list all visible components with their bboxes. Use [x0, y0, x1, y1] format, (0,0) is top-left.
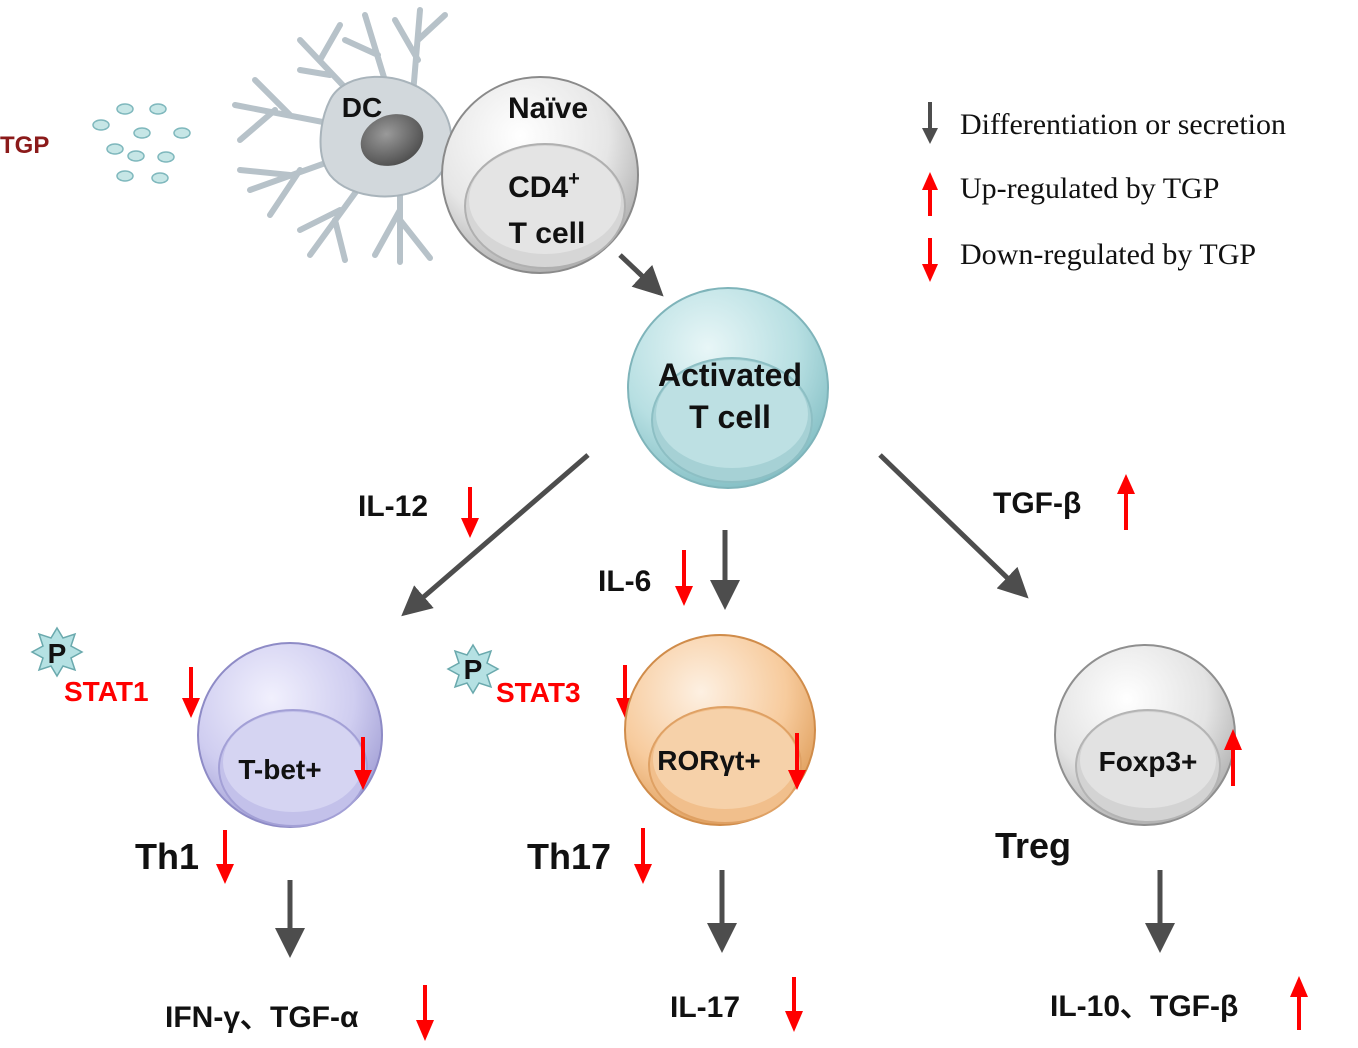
roryt-label: RORγt+	[657, 745, 760, 776]
foxp3-label: Foxp3+	[1099, 746, 1198, 777]
tgf-beta-up-arrow-icon	[1117, 474, 1135, 530]
phospho-star-th17	[446, 643, 500, 695]
stat1-down-arrow-icon	[182, 667, 200, 718]
tbet-down-arrow-icon	[354, 737, 372, 790]
roryt-down-arrow-icon	[788, 733, 806, 790]
th17-output-label: IL-17	[670, 991, 740, 1024]
dendritic-cell	[232, 7, 453, 265]
treg-label: Treg	[995, 825, 1071, 866]
legend-differentiation-text: Differentiation or secretion	[960, 108, 1286, 141]
th17-label: Th17	[527, 836, 611, 877]
legend: Differentiation or secretion Up-regulate…	[922, 102, 1286, 282]
il6-down-arrow-icon	[675, 550, 693, 606]
tgf-beta-label: TGF-β	[993, 487, 1081, 520]
il12-down-arrow-icon	[461, 487, 479, 538]
th17-cell	[624, 634, 816, 826]
cd4-text: CD4	[508, 171, 568, 204]
th1-down-arrow-icon	[216, 830, 234, 884]
th1-cell	[197, 642, 383, 828]
activated-label: Activated	[658, 357, 802, 393]
th1-output-down-arrow-icon	[416, 985, 434, 1041]
treg-output-label: IL-10、TGF-β	[1050, 990, 1238, 1023]
th1-label: Th1	[135, 836, 199, 877]
naive-label: Naïve	[508, 92, 588, 125]
phospho-label-th1: P	[48, 638, 67, 669]
activated-t-cell-label: T cell	[689, 399, 771, 435]
phospho-label-th17: P	[464, 654, 483, 685]
il6-label: IL-6	[598, 565, 651, 598]
cd4-superscript: +	[568, 168, 580, 190]
treg-output-up-arrow-icon	[1290, 976, 1308, 1030]
legend-up-arrow-icon	[922, 172, 938, 216]
tgp-particles	[92, 103, 191, 184]
tgp-label: TGP	[0, 132, 49, 159]
arrow-activated-to-treg	[878, 453, 1029, 599]
naive-cd4-t-cell	[441, 76, 639, 274]
stat3-label: STAT3	[496, 677, 581, 708]
treg-cell	[1054, 644, 1236, 826]
th17-down-arrow-icon	[634, 828, 652, 884]
foxp3-up-arrow-icon	[1224, 729, 1242, 786]
activated-t-cell	[627, 287, 829, 489]
il12-label: IL-12	[358, 490, 428, 523]
legend-down-text: Down-regulated by TGP	[960, 238, 1256, 271]
dc-label: DC	[342, 92, 382, 123]
arrow-activated-to-th1	[401, 453, 590, 617]
th1-output-label: IFN-γ、TGF-α	[165, 1001, 359, 1034]
legend-up-text: Up-regulated by TGP	[960, 172, 1219, 205]
tbet-label: T-bet+	[238, 754, 321, 785]
legend-down-arrow-icon	[922, 238, 938, 282]
th17-output-down-arrow-icon	[785, 977, 803, 1032]
naive-t-cell-label: T cell	[509, 217, 586, 250]
stat1-label: STAT1	[64, 676, 149, 707]
legend-gray-arrow-icon	[922, 102, 938, 144]
phospho-star-th1	[30, 626, 84, 678]
arrow-naive-to-activated	[618, 253, 664, 297]
cd4-label: CD4+	[508, 168, 580, 204]
